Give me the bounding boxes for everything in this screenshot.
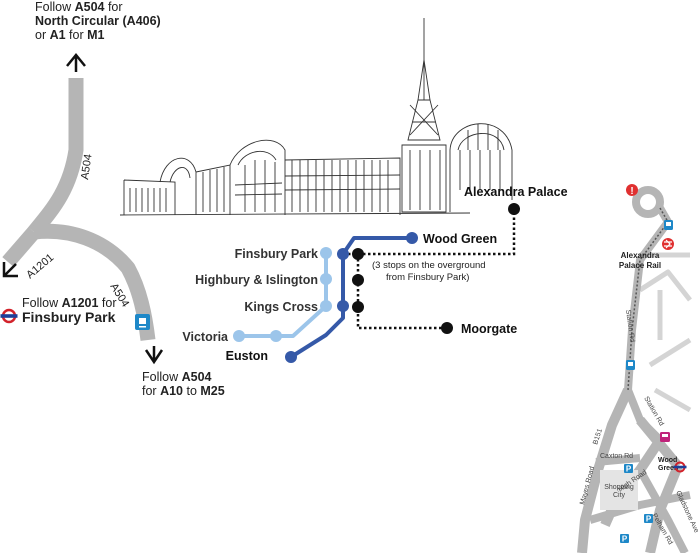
south-l1-pre: Follow bbox=[142, 370, 182, 384]
north-l1-post: for bbox=[104, 0, 123, 14]
bus-icon-local-3 bbox=[660, 432, 670, 442]
west-l1-post: for bbox=[98, 296, 117, 310]
bus-icon-local-2 bbox=[626, 360, 635, 370]
parking-icon-3: P bbox=[620, 534, 629, 544]
station-dot-victoria[interactable] bbox=[233, 330, 245, 342]
west-line1: Follow A1201 for bbox=[22, 296, 117, 310]
direction-note-south: Follow A504 for A10 to M25 bbox=[142, 370, 225, 398]
station-dot-euston[interactable] bbox=[285, 351, 297, 363]
svg-text:P: P bbox=[646, 515, 652, 524]
station-label-finsbury-park: Finsbury Park bbox=[235, 247, 318, 261]
station-dot-alexandra-palace[interactable] bbox=[508, 203, 520, 215]
label-wood-green-1: Wood bbox=[658, 457, 677, 464]
arrow-down-icon bbox=[144, 346, 164, 365]
direction-note-west: Follow A1201 for Finsbury Park bbox=[22, 296, 117, 325]
roads: A504 A1201 A504 bbox=[2, 78, 156, 341]
rail-label-2: Palace Rail bbox=[619, 261, 661, 270]
station-dot-finsbury-park-pic[interactable] bbox=[337, 248, 349, 260]
road-b151 bbox=[577, 387, 633, 553]
alexandra-palace-sketch bbox=[119, 18, 513, 216]
north-l3-pre: or bbox=[35, 28, 50, 42]
bus-icon bbox=[135, 314, 150, 330]
overground-note-line1: (3 stops on the overground bbox=[372, 260, 486, 271]
label-wood-green-2: Green bbox=[658, 465, 678, 472]
station-label-wood-green: Wood Green bbox=[423, 232, 497, 246]
north-l2-road: North Circular (A406) bbox=[35, 14, 161, 28]
rail-label-1: Alexandra bbox=[621, 251, 660, 260]
station-label-kings-cross: Kings Cross bbox=[244, 300, 318, 314]
shopping-city-area bbox=[600, 470, 638, 510]
road-caxton-rd bbox=[595, 454, 641, 466]
label-station-rd: Station Rd bbox=[624, 309, 635, 342]
north-line1: Follow A504 for bbox=[35, 0, 161, 14]
station-label-highbury-islington: Highbury & Islington bbox=[195, 273, 318, 287]
road-label-a504-north: A504 bbox=[79, 153, 94, 180]
station-label-euston: Euston bbox=[226, 349, 268, 363]
road-a504-north bbox=[28, 78, 84, 237]
station-dot-kings-cross-vic[interactable] bbox=[320, 300, 332, 312]
north-l1-road: A504 bbox=[74, 0, 105, 14]
side-road-1 bbox=[638, 252, 692, 413]
label-b151: B151 bbox=[592, 428, 604, 446]
svg-text:P: P bbox=[622, 535, 628, 544]
road-lower bbox=[588, 491, 691, 524]
label-shopping-2: City bbox=[613, 492, 626, 499]
piccadilly-line bbox=[289, 236, 412, 359]
station-dot-victoria-2[interactable] bbox=[270, 330, 282, 342]
svg-text:P: P bbox=[626, 465, 632, 474]
north-line2: North Circular (A406) bbox=[35, 14, 161, 28]
national-rail-icon bbox=[662, 238, 674, 250]
bus-icon-local-1 bbox=[664, 220, 673, 230]
north-l3-mid: for bbox=[65, 28, 88, 42]
south-l2-pre: for bbox=[142, 384, 161, 398]
south-l2-dest: M25 bbox=[200, 384, 225, 398]
label-caxton-rd: Caxton Rd bbox=[600, 453, 633, 460]
south-l2-road: A10 bbox=[160, 384, 183, 398]
local-map: Alexandra Palace Rail Station Rd Station… bbox=[577, 184, 699, 553]
south-line1: Follow A504 bbox=[142, 370, 225, 384]
road-a1201 bbox=[2, 227, 40, 267]
west-line2: Finsbury Park bbox=[22, 310, 117, 325]
overground-wood-green bbox=[343, 210, 516, 256]
underground-roundel-icon bbox=[0, 308, 18, 324]
north-l3-road: A1 bbox=[49, 28, 66, 42]
road-pelham bbox=[636, 468, 689, 553]
west-l1-pre: Follow bbox=[22, 296, 62, 310]
parking-icon-2: P bbox=[644, 514, 653, 524]
arrow-up-icon bbox=[66, 53, 86, 72]
station-dot-finsbury-park-og[interactable] bbox=[352, 248, 364, 260]
south-line2: for A10 to M25 bbox=[142, 384, 225, 398]
station-dot-wood-green[interactable] bbox=[406, 232, 418, 244]
svg-text:!: ! bbox=[630, 186, 633, 197]
arrow-left-icon bbox=[2, 262, 18, 278]
victoria-line bbox=[239, 253, 328, 338]
transit-lines: Alexandra Palace Wood Green Finsbury Par… bbox=[182, 185, 568, 363]
station-dot-highbury-og[interactable] bbox=[352, 274, 364, 286]
info-icon: ! bbox=[626, 184, 638, 197]
south-l1-road: A504 bbox=[181, 370, 212, 384]
station-dot-moorgate[interactable] bbox=[441, 322, 453, 334]
overground-note-line2: from Finsbury Park) bbox=[386, 272, 469, 283]
north-l1-pre: Follow bbox=[35, 0, 75, 14]
label-shopping-1: Shopping bbox=[604, 484, 634, 491]
west-l1-road: A1201 bbox=[61, 296, 99, 310]
west-l2-dest: Finsbury Park bbox=[22, 309, 116, 325]
road-label-a1201: A1201 bbox=[24, 252, 56, 282]
parking-icon-1: P bbox=[624, 464, 633, 474]
station-label-moorgate: Moorgate bbox=[461, 322, 517, 336]
station-dot-finsbury-park-vic[interactable] bbox=[320, 247, 332, 259]
station-label-victoria: Victoria bbox=[182, 330, 229, 344]
station-label-alexandra-palace: Alexandra Palace bbox=[464, 185, 568, 199]
north-l3-dest: M1 bbox=[87, 28, 105, 42]
rail-line bbox=[627, 207, 669, 391]
station-dot-kings-cross-og[interactable] bbox=[352, 301, 364, 313]
north-line3: or A1 for M1 bbox=[35, 28, 161, 42]
direction-note-north: Follow A504 for North Circular (A406) or… bbox=[35, 0, 161, 42]
underground-roundel-icon-local bbox=[673, 461, 687, 473]
station-dot-highbury[interactable] bbox=[320, 273, 332, 285]
station-dot-kings-cross-pic[interactable] bbox=[337, 300, 349, 312]
south-l2-mid: to bbox=[183, 384, 201, 398]
